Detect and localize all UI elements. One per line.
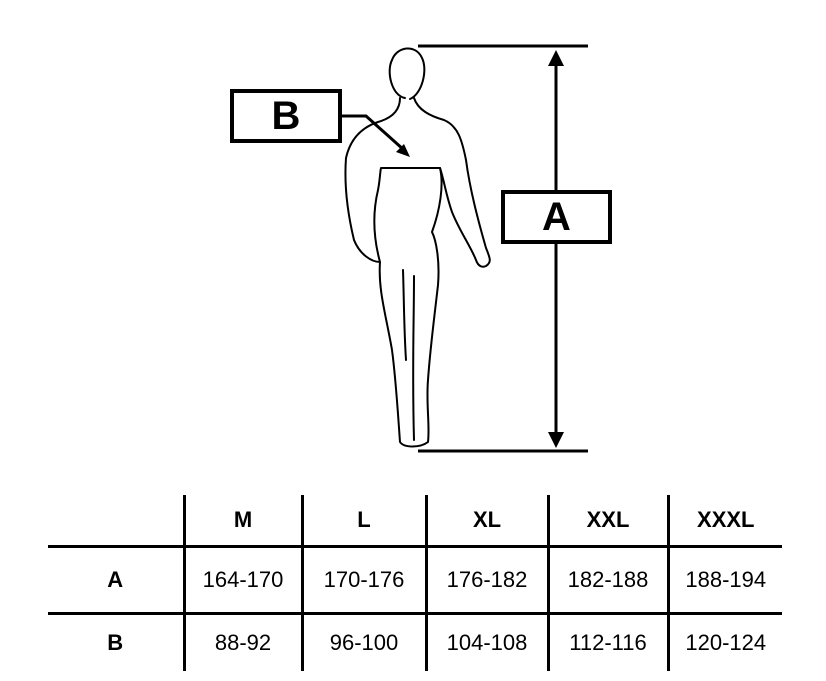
size-table-corner	[48, 495, 184, 547]
size-cell: 182-188	[546, 545, 668, 614]
size-cell: 104-108	[424, 612, 548, 671]
chest-pointer-arrowhead	[396, 144, 410, 157]
label-b-text: B	[271, 93, 301, 138]
size-cell: 164-170	[182, 545, 302, 614]
size-col-header: XL	[424, 495, 548, 547]
size-col-header: L	[300, 495, 426, 547]
figure-right-arm-outline	[413, 97, 491, 268]
size-table-row: B 88-92 96-100 104-108 112-116 120-124	[48, 612, 782, 671]
chest-pointer-line	[342, 114, 406, 152]
size-cell: 188-194	[666, 545, 782, 614]
size-cell: 112-116	[546, 612, 668, 671]
size-cell: 176-182	[424, 545, 548, 614]
label-a-box: A	[501, 190, 612, 244]
size-cell: 170-176	[300, 545, 426, 614]
figure-body-outline	[344, 97, 443, 448]
size-table-row: A 164-170 170-176 176-182 182-188 188-19…	[48, 545, 782, 614]
label-b-box: B	[230, 89, 342, 143]
size-col-header: M	[182, 495, 302, 547]
size-row-label: B	[48, 612, 184, 671]
height-arrow-down-head	[548, 432, 564, 448]
size-cell: 120-124	[666, 612, 782, 671]
figure-inner-line	[402, 269, 407, 361]
size-table: M L XL XXL XXXL A 164-170 170-176 176-18…	[48, 495, 782, 671]
label-a-text: A	[542, 194, 571, 239]
size-col-header: XXXL	[666, 495, 782, 547]
figure-head-outline	[388, 47, 426, 100]
size-table-header-row: M L XL XXL XXXL	[48, 495, 782, 547]
figure-leg-line	[412, 275, 415, 441]
size-cell: 96-100	[300, 612, 426, 671]
size-row-label: A	[48, 545, 184, 614]
size-cell: 88-92	[182, 612, 302, 671]
size-col-header: XXL	[546, 495, 668, 547]
height-arrow-up-head	[548, 50, 564, 66]
